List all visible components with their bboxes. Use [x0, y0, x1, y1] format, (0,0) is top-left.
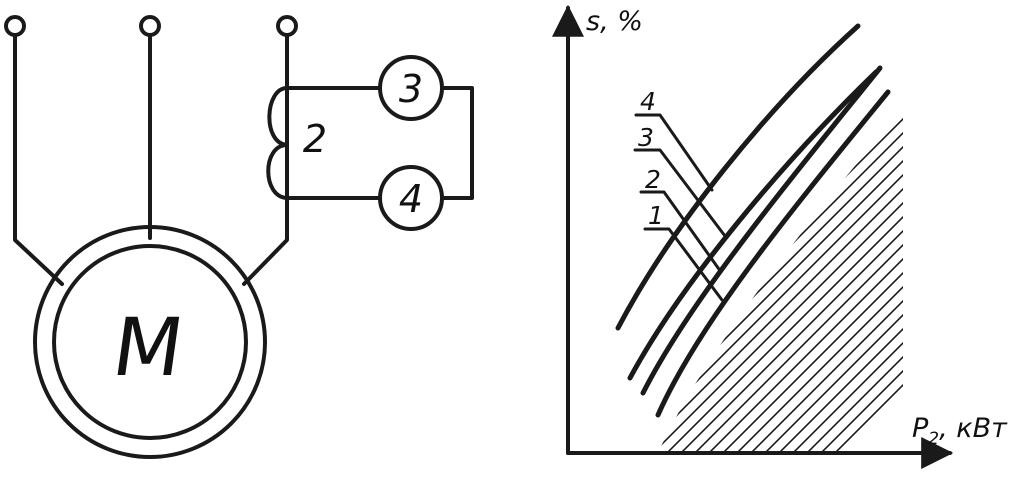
- lead-3: [242, 33, 289, 286]
- curve-label-1: 1: [648, 201, 664, 230]
- curve-2: [640, 65, 883, 396]
- hatch-line: [771, 108, 903, 453]
- hatch-line: [701, 108, 903, 453]
- motor-schematic: M 2 3 4: [4, 15, 474, 459]
- hatch-line: [799, 108, 903, 453]
- curve-3: [627, 69, 879, 381]
- hatch-line: [282, 100, 642, 460]
- hatch-line: [658, 108, 903, 453]
- hatch-line: [785, 108, 903, 453]
- hatch-line: [296, 100, 656, 460]
- hatched-region: [240, 100, 903, 460]
- device-4-icon: [378, 165, 444, 231]
- hatch-line: [658, 108, 903, 453]
- hatch-line: [687, 108, 903, 453]
- hatch-line: [658, 108, 727, 453]
- device-3-label: 3: [399, 67, 423, 111]
- hatch-line: [729, 108, 903, 453]
- terminal-2-icon: [139, 15, 161, 37]
- leader-1: [643, 227, 724, 302]
- leader-3: [633, 148, 727, 238]
- hatch-line: [658, 108, 685, 453]
- terminal-1-icon: [4, 15, 26, 37]
- winding-coil-icon: [266, 86, 289, 200]
- hatch-line: [658, 108, 713, 453]
- curve-label-3: 3: [638, 123, 654, 152]
- hatch-line: [715, 108, 903, 453]
- curve-label-4: 4: [640, 87, 656, 116]
- y-axis-label: s, %: [586, 6, 643, 37]
- motor-outer-ring: [33, 225, 267, 459]
- hatch-line: [743, 108, 903, 453]
- winding-label: 2: [303, 117, 327, 161]
- lead-1: [13, 33, 64, 286]
- hatch-line: [757, 108, 903, 453]
- hatch-line: [659, 108, 903, 453]
- motor-label: M: [107, 300, 189, 394]
- hatch-line: [673, 108, 903, 453]
- leader-4: [634, 113, 714, 192]
- device-3-icon: [378, 55, 444, 121]
- motor-inner-ring: [52, 244, 248, 440]
- slip-graph: s, % P2, кВт 4 3 2 1: [240, 4, 1008, 469]
- x-axis-label-unit: , кВт: [939, 413, 1008, 444]
- hatch-line: [240, 100, 600, 460]
- x-axis-label: P2, кВт: [912, 413, 1008, 449]
- x-axis-label-sub: 2: [928, 429, 939, 449]
- leader-2: [639, 190, 723, 274]
- return-wire: [440, 86, 474, 200]
- hatch-line: [658, 108, 671, 453]
- curve-label-2: 2: [645, 165, 661, 194]
- terminal-3-icon: [276, 15, 298, 37]
- curve-1: [655, 89, 891, 418]
- hatch-line: [813, 108, 903, 453]
- hatch-line: [658, 108, 903, 453]
- hatch-line: [827, 108, 903, 453]
- x-axis-label-main: P: [912, 413, 929, 444]
- device-4-label: 4: [399, 177, 423, 221]
- curve-4: [615, 23, 861, 331]
